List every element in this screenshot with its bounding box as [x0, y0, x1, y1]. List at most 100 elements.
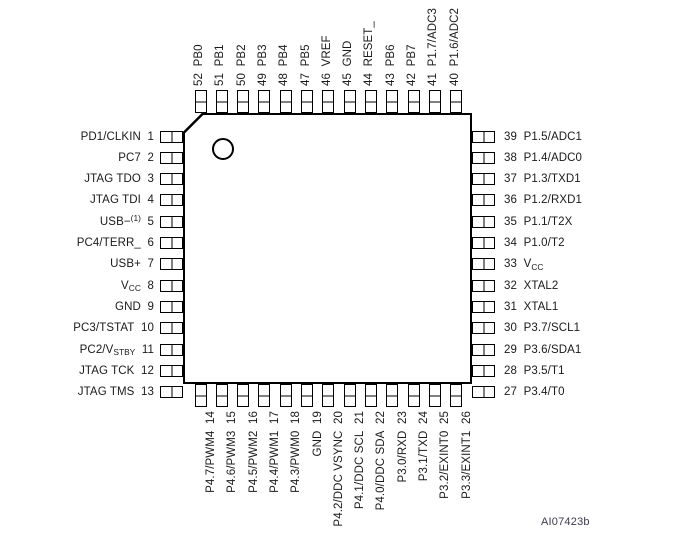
chip-body-outline	[183, 113, 472, 384]
pin-rect-50	[237, 90, 250, 113]
pin-label-19: GND 19	[311, 411, 324, 457]
pin-label-6: PC4/TERR_ 6	[76, 237, 154, 249]
pin-label-20: P4.2/DDC VSYNC 20	[332, 411, 345, 527]
pin-label-8: VCC 8	[121, 279, 154, 294]
pin-rect-13	[160, 386, 183, 399]
pin-label-28: 28 P3.5/T1	[504, 364, 565, 377]
pin-label-23: P3.0/RXD 23	[396, 411, 409, 483]
pin-label-14: P4.7/PWM4 14	[205, 411, 217, 493]
pin-label-26: P3.3/EXINT1 26	[460, 411, 473, 499]
pin-label-45: 45 GND	[342, 40, 355, 86]
pin-rect-27	[472, 386, 495, 399]
pin-label-48: 48 PB4	[278, 44, 291, 86]
pin-rect-45	[343, 90, 356, 113]
pin-label-12: JTAG TCK 12	[79, 364, 154, 377]
pin-label-33: 33 VCC	[504, 258, 544, 272]
pin-rect-1	[160, 130, 183, 143]
pin-1-indicator-circle	[212, 138, 234, 160]
pin-rect-51	[215, 90, 228, 113]
pin-rect-7	[160, 258, 183, 271]
pin-rect-35	[472, 215, 495, 228]
pin-label-47: 47 PB5	[299, 44, 312, 86]
pin-rect-49	[258, 90, 271, 113]
pin-label-4: JTAG TDI 4	[90, 194, 154, 207]
pin-rect-14	[194, 384, 207, 407]
pin-label-31: 31 XTAL1	[504, 300, 559, 313]
pin-rect-5	[160, 215, 183, 228]
pin-rect-40	[450, 90, 463, 113]
pin-rect-2	[160, 151, 183, 164]
pin-rect-38	[472, 151, 495, 164]
pin-rect-11	[160, 343, 183, 356]
pin-rect-34	[472, 237, 495, 249]
pin-rect-52	[194, 90, 207, 113]
pin-rect-22	[364, 384, 377, 407]
pin-rect-15	[215, 384, 228, 407]
pin-label-42: 42 PB7	[406, 44, 418, 86]
pin-rect-3	[160, 173, 183, 186]
pin-rect-41	[428, 90, 441, 113]
pin-rect-16	[237, 384, 250, 407]
pin-rect-43	[386, 90, 399, 113]
pin-rect-28	[472, 364, 495, 377]
pin-rect-17	[258, 384, 271, 407]
pin-label-1: PD1/CLKIN 1	[80, 130, 154, 143]
pin-label-11: PC2/VSTBY 11	[79, 343, 154, 358]
pin-label-13: JTAG TMS 13	[77, 386, 154, 399]
pin-label-9: GND 9	[115, 300, 154, 313]
pin-rect-21	[343, 384, 356, 407]
pin-label-43: 43 PB6	[384, 44, 397, 86]
pin-label-7: USB+ 7	[110, 258, 154, 271]
pin-rect-23	[386, 384, 399, 407]
pin-label-41: 41 P1.7/ADC3	[427, 7, 440, 86]
pin-rect-4	[160, 194, 183, 207]
pin-label-37: 37 P1.3/TXD1	[504, 173, 581, 186]
pin-label-15: P4.6/PWM3 15	[226, 411, 239, 493]
pin-rect-33	[472, 258, 495, 271]
pin-label-46: 46 VREF	[320, 35, 333, 86]
pin-rect-12	[160, 364, 183, 377]
pin-label-51: 51 PB1	[214, 44, 227, 86]
pin-label-27: 27 P3.4/T0	[504, 386, 565, 399]
pin-rect-36	[472, 194, 495, 207]
pin-label-29: 29 P3.6/SDA1	[504, 343, 582, 356]
pin-label-10: PC3/TSTAT 10	[73, 322, 154, 335]
pin-rect-18	[279, 384, 292, 407]
pin-label-16: P4.5/PWM2 16	[247, 411, 260, 493]
pin-rect-46	[322, 90, 335, 113]
pin-label-50: 50 PB2	[235, 44, 248, 86]
pin-rect-19	[301, 384, 313, 407]
pin-rect-24	[407, 384, 420, 407]
pin-label-24: P3.1/TXD 24	[418, 411, 430, 482]
pin-label-17: P4.4/PWM1 17	[268, 411, 281, 493]
pin-label-40: 40 P1.6/ADC2	[448, 7, 461, 86]
pin-label-39: 39 P1.5/ADC1	[504, 130, 583, 143]
pin-rect-26	[450, 384, 463, 407]
pin-label-49: 49 PB3	[256, 44, 269, 86]
pin-rect-25	[428, 384, 441, 407]
figure-reference-id: AI07423b	[541, 516, 590, 528]
pin-rect-6	[160, 237, 183, 249]
pin-label-21: P4.1/DDC SCL 21	[354, 411, 367, 510]
pin-label-44: 44 RESET_	[363, 21, 376, 86]
pin-rect-20	[322, 384, 335, 407]
pin-rect-29	[472, 343, 495, 356]
pin-rect-37	[472, 173, 495, 186]
pin-label-38: 38 P1.4/ADC0	[504, 151, 583, 164]
pin-label-52: 52 PB0	[193, 44, 205, 86]
pin-label-22: P4.0/DDC SDA 22	[375, 411, 388, 511]
pin-label-25: P3.2/EXINT0 25	[439, 411, 452, 499]
pin-rect-32	[472, 279, 495, 292]
pin-label-30: 30 P3.7/SCL1	[504, 322, 581, 335]
pin-label-34: 34 P1.0/T2	[504, 237, 565, 249]
pin-label-35: 35 P1.1/T2X	[504, 215, 573, 228]
pin-rect-44	[364, 90, 377, 113]
pin-rect-47	[301, 90, 313, 113]
pin-label-5: USB−(1) 5	[99, 212, 154, 228]
pin-rect-10	[160, 322, 183, 335]
pin-rect-48	[279, 90, 292, 113]
pin-rect-8	[160, 279, 183, 292]
pin-rect-31	[472, 300, 495, 313]
pin-label-2: PC7 2	[118, 151, 154, 164]
